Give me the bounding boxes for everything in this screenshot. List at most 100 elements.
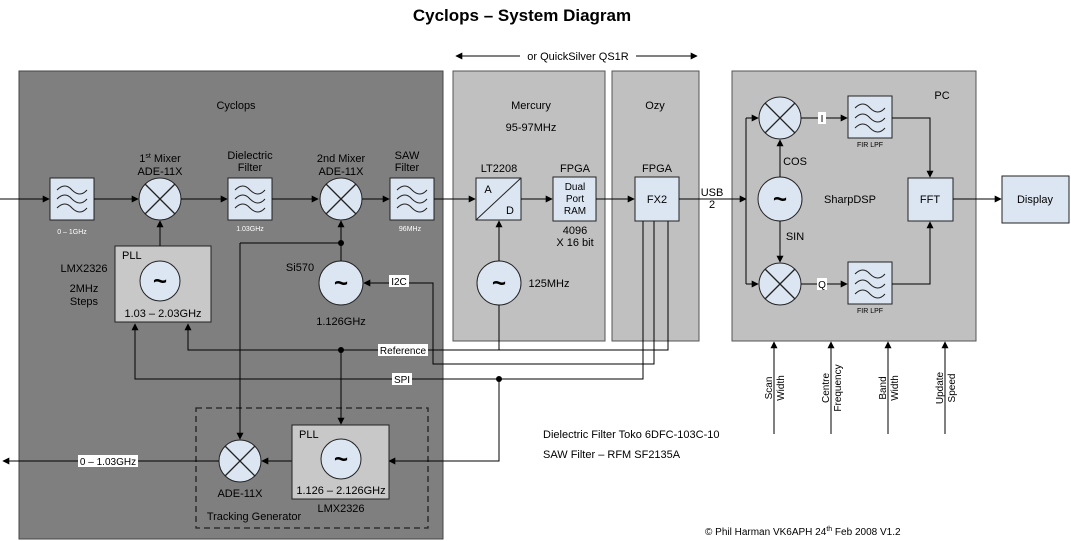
mixer-2-part: ADE-11X <box>318 166 364 178</box>
control-label: ScanWidth <box>764 375 787 401</box>
wire-spi-pll2 <box>388 379 500 465</box>
lowpass-filter-icon <box>854 103 886 133</box>
mixer-1-part: ADE-11X <box>137 166 183 178</box>
control-label: CentreFrequency <box>821 364 844 411</box>
lmx-label-1: LMX2326 <box>60 263 107 275</box>
control-input-band-width: BandWidth <box>878 341 901 434</box>
control-input-scan-width: ScanWidth <box>764 341 787 434</box>
diagram-title: Cyclops – System Diagram <box>413 6 631 25</box>
clock-125-label: 125MHz <box>529 278 570 290</box>
fft-block <box>907 177 954 222</box>
i2c-label: I2C <box>391 277 407 288</box>
note-saw: SAW Filter – RFM SF2135A <box>543 449 681 461</box>
pll-2-tilde: ~ <box>334 446 348 473</box>
usb-label-1: USB <box>701 187 724 199</box>
dielectric-filter-icon <box>234 185 266 213</box>
adc-d-label: D <box>506 205 514 217</box>
nco-tilde: ~ <box>773 186 787 213</box>
sin-label: SIN <box>786 231 804 243</box>
mixer-1-cross <box>144 183 176 215</box>
si570-label: Si570 <box>286 262 314 274</box>
saw-filter-label-1: SAW <box>395 150 420 162</box>
display-label: Display <box>1017 194 1054 206</box>
mercury-panel-title: Mercury <box>511 100 551 112</box>
pll-2-label: PLL <box>299 429 319 441</box>
pc-panel-title: PC <box>934 90 949 102</box>
dielectric-filter-label-2: Filter <box>238 162 263 174</box>
i-mixer-cross <box>764 102 796 134</box>
wire-spi <box>131 220 644 380</box>
sharpdsp-label: SharpDSP <box>824 194 876 206</box>
saw-filter-caption: 96MHz <box>399 226 422 233</box>
pll-1-block <box>114 245 212 323</box>
mixer-1-label: 1st Mixer <box>139 153 181 165</box>
adc-a-label: A <box>484 184 492 196</box>
fir-2-caption: FIR LPF <box>857 308 883 315</box>
reference-tag <box>378 344 428 356</box>
ram-size-2: X 16 bit <box>556 237 593 249</box>
si570-tilde: ~ <box>334 270 348 297</box>
cos-label: COS <box>783 156 807 168</box>
i-tag <box>818 112 826 124</box>
fir-1-caption: FIR LPF <box>857 142 883 149</box>
clock-125-tilde: ~ <box>492 270 506 297</box>
tracking-mixer-label: ADE-11X <box>217 488 263 500</box>
mixer-2-label: 2nd Mixer <box>317 153 366 165</box>
tracking-mixer-cross <box>224 445 256 477</box>
pll-2-range: 1.126 – 2.126GHz <box>296 485 385 497</box>
reference-label: Reference <box>380 346 427 357</box>
lmx-label-3: Steps <box>70 296 99 308</box>
spi-tag <box>392 373 412 385</box>
wire-fir1-fft <box>892 117 934 178</box>
si570-freq: 1.126GHz <box>316 316 366 328</box>
out-range-label: 0 – 1.03GHz <box>80 457 136 468</box>
bpf-input-caption: 0 – 1GHz <box>57 229 87 236</box>
control-label: BandWidth <box>878 375 901 401</box>
lowpass-filter-icon <box>854 269 886 299</box>
pll-2-oscillator-icon <box>320 438 362 480</box>
dielectric-filter-caption: 1.03GHz <box>236 226 264 233</box>
pll-1-tilde: ~ <box>153 268 167 295</box>
cyclops-panel-title: Cyclops <box>216 100 256 112</box>
saw-filter-label-2: Filter <box>395 162 420 174</box>
q-tag <box>817 278 827 290</box>
fir-lpf-1-block <box>847 95 893 139</box>
qs-span-label: or QuickSilver QS1R <box>527 51 629 63</box>
control-input-update-speed: UpdateSpeed <box>935 341 958 434</box>
adc-diagonal <box>475 177 522 221</box>
adc-part-label: LT2208 <box>481 163 518 175</box>
usb-label-2: 2 <box>709 199 715 211</box>
display-block <box>1001 175 1070 224</box>
mercury-freq-label: 95-97MHz <box>506 122 557 134</box>
dual-port-ram-block <box>552 176 597 222</box>
i-label: I <box>821 114 824 125</box>
tracking-generator-label: Tracking Generator <box>207 511 302 523</box>
lmx-2-label: LMX2326 <box>317 503 364 515</box>
i2c-tag <box>389 275 409 287</box>
fx2-block <box>634 176 680 222</box>
spi-label: SPI <box>394 375 410 386</box>
pll-1-oscillator-icon <box>139 260 181 302</box>
pll-1-range: 1.03 – 2.03GHz <box>124 308 201 320</box>
lmx-label-2: 2MHz <box>70 283 99 295</box>
fx2-label: FX2 <box>647 194 667 206</box>
ozy-panel-title: Ozy <box>645 100 665 112</box>
dielectric-filter-label-1: Dielectric <box>227 150 273 162</box>
fpga-2-label: FPGA <box>642 163 673 175</box>
q-mixer-cross <box>764 268 796 300</box>
tracking-generator-box <box>195 407 429 529</box>
fir-lpf-2-block <box>847 261 893 305</box>
copyright: © Phil Harman VK6APH 24th Feb 2008 V1.2 <box>705 526 901 538</box>
bandpass-filter-icon <box>56 185 88 213</box>
ram-label-2: Port <box>566 194 585 205</box>
wire-fir2-fft <box>892 221 934 285</box>
mixer-2-cross <box>325 183 357 215</box>
control-input-centre-frequency: CentreFrequency <box>821 341 844 434</box>
out-range-tag <box>78 455 138 467</box>
ram-label-3: RAM <box>564 206 586 217</box>
wire-i2c <box>363 220 655 365</box>
fft-label: FFT <box>920 194 940 206</box>
fpga-1-label: FPGA <box>560 163 591 175</box>
saw-filter-icon <box>396 185 428 213</box>
ram-label-1: Dual <box>565 182 586 193</box>
